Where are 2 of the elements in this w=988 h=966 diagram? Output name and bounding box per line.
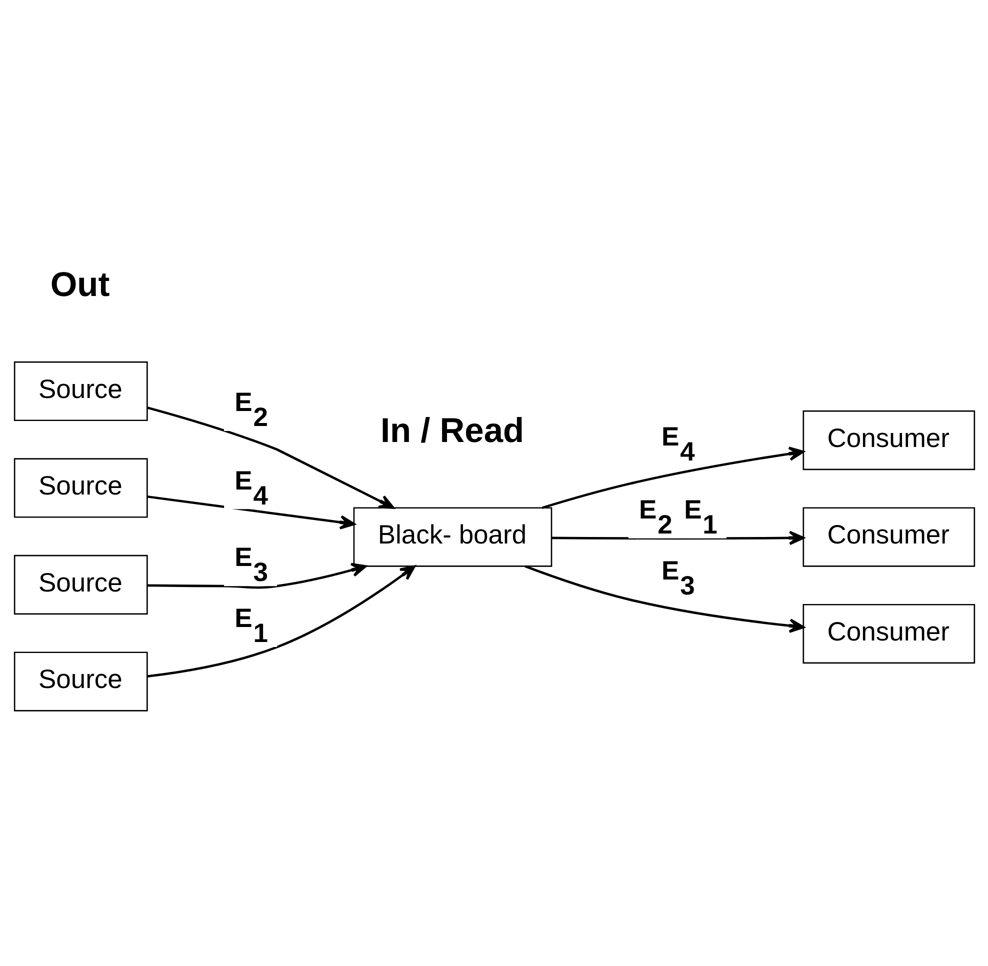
label: In / Read xyxy=(380,412,524,450)
label: Out xyxy=(50,266,110,304)
